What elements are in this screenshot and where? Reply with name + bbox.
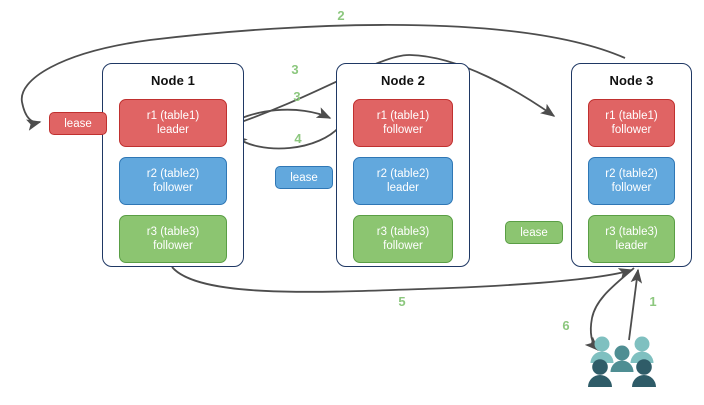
step-label-6: 6 — [562, 318, 570, 333]
replica-node1-r2[interactable]: r2 (table2) follower — [119, 157, 227, 205]
replica-name: r3 (table3) — [146, 226, 200, 238]
node-container-3[interactable]: Node 3 r1 (table1) follower r2 (table2) … — [571, 63, 692, 267]
replica-node3-r2[interactable]: r2 (table2) follower — [588, 157, 675, 205]
arrow-step-5 — [171, 266, 634, 293]
step-label-3-short: 3 — [293, 89, 301, 104]
node-container-2[interactable]: Node 2 r1 (table1) follower r2 (table2) … — [336, 63, 470, 267]
replica-node2-r3[interactable]: r3 (table3) follower — [353, 215, 453, 263]
node-title-3: Node 3 — [609, 73, 654, 88]
users-group-icon — [588, 336, 656, 387]
replica-node3-r3[interactable]: r3 (table3) leader — [588, 215, 675, 263]
lease-pill-r2[interactable]: lease — [275, 166, 333, 189]
replica-role: follower — [611, 124, 652, 136]
arrow-step-1 — [628, 268, 643, 341]
replica-name: r1 (table1) — [376, 110, 430, 122]
replica-name: r1 (table1) — [605, 110, 658, 122]
replica-node2-r2[interactable]: r2 (table2) leader — [353, 157, 453, 205]
replica-role: leader — [615, 240, 648, 252]
step-label-3-long: 3 — [291, 62, 299, 77]
replica-role: leader — [157, 124, 189, 136]
replica-name: r3 (table3) — [605, 226, 658, 238]
replica-role: follower — [611, 182, 652, 194]
replica-name: r2 (table2) — [146, 168, 200, 180]
replica-name: r3 (table3) — [376, 226, 430, 238]
node-title-1: Node 1 — [151, 73, 195, 88]
replica-name: r1 (table1) — [146, 110, 200, 122]
node-title-2: Node 2 — [381, 73, 425, 88]
step-label-5: 5 — [398, 294, 406, 309]
replica-name: r2 (table2) — [605, 168, 658, 180]
replica-node3-r1[interactable]: r1 (table1) follower — [588, 99, 675, 147]
replica-role: follower — [383, 124, 423, 136]
lease-pill-r3[interactable]: lease — [505, 221, 563, 244]
step-label-4: 4 — [294, 131, 302, 146]
replica-node1-r1[interactable]: r1 (table1) leader — [119, 99, 227, 147]
replica-node1-r3[interactable]: r3 (table3) follower — [119, 215, 227, 263]
replica-role: follower — [153, 182, 193, 194]
replica-role: follower — [153, 240, 193, 252]
replica-node2-r1[interactable]: r1 (table1) follower — [353, 99, 453, 147]
replica-role: leader — [387, 182, 419, 194]
step-label-1: 1 — [649, 294, 657, 309]
step-label-2: 2 — [337, 8, 345, 23]
replica-role: follower — [383, 240, 423, 252]
replica-name: r2 (table2) — [376, 168, 430, 180]
node-container-1[interactable]: Node 1 r1 (table1) leader r2 (table2) fo… — [102, 63, 244, 267]
lease-pill-r1[interactable]: lease — [49, 112, 107, 135]
